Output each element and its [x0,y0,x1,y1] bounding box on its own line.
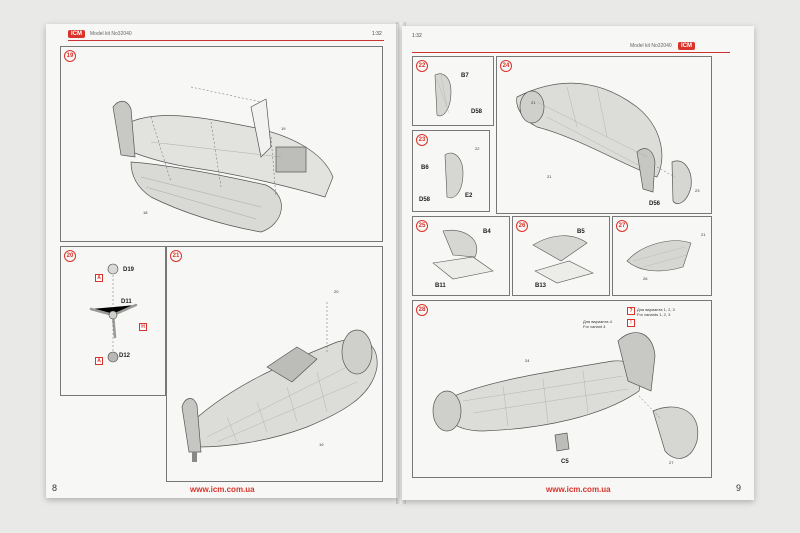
scale-label: 1:32 [372,31,382,37]
step-number: 27 [616,220,628,232]
step-25-panel: 25 B4 B11 [412,216,510,296]
part-label: D11 [121,299,132,305]
part-ref: 19 [319,442,324,447]
fuselage-with-cockpit-drawing [181,302,378,462]
step-20-panel: 20 A H A D19 D11 D12 [60,246,166,396]
propeller-assembly-drawing [89,263,138,363]
left-page: ICM Model kit No32040 1:32 19 [46,24,398,498]
page-header: Model kit No32040 [90,31,132,37]
part-label: D19 [123,267,135,273]
step-22-panel: 22 B7 D58 [412,56,494,126]
step-19-panel: 19 [60,46,383,242]
part-ref: 20 [334,289,339,294]
scale-label: 1:32 [412,33,422,39]
part-label: E2 [465,193,473,199]
variant-1-3-icon: ? [627,307,635,315]
step-number: 22 [416,60,428,72]
variant-4-icon: ! [627,319,635,327]
stabilizer-part-drawing [532,235,594,284]
page-number: 8 [52,483,58,493]
marker-icon: A [95,357,103,365]
part-label: B5 [577,229,585,235]
step-24-panel: 24 21 21 23 D56 [496,56,712,214]
part-ref: 23 [695,188,700,193]
part-label: D58 [471,109,483,115]
step-number: 19 [64,50,76,62]
part-label: D56 [649,201,661,207]
step-21-panel: 21 20 19 [166,246,383,482]
step-23-panel: 23 22 B6 D58 E2 [412,130,490,212]
rudder-part-drawing [444,152,464,199]
website-url: www.icm.com.ua [190,485,255,494]
part-ref: 19 [281,126,286,131]
page-number: 9 [736,483,742,493]
tail-assembly-drawing [516,82,692,204]
brand-logo: ICM [68,30,85,38]
step-28-panel: 28 ? ! Для варианта 1, 2, 3 For variants [412,300,712,478]
part-ref: 27 [669,460,674,465]
step-number: 20 [64,250,76,262]
website-url: www.icm.com.ua [546,485,611,494]
flap-part-drawing [434,73,452,117]
header-rule [68,40,384,41]
part-ref: 24 [525,358,530,363]
page-header: Model kit No32040 [630,43,672,49]
step-number: 25 [416,220,428,232]
part-ref: 18 [143,210,148,215]
final-assembly-drawing [432,332,699,459]
variant-note: Для варианта 1, 2, 3 [637,307,675,312]
part-ref: 21 [701,232,706,237]
marker-icon: H [139,323,147,331]
header-rule [412,52,730,53]
part-label: B4 [483,229,491,235]
part-ref: 21 [531,100,536,105]
marker-icon: A [95,274,103,282]
part-ref: 22 [475,146,480,151]
step-27-panel: 27 21 26 [612,216,712,296]
part-label: C5 [561,459,569,465]
booklet-spine [396,22,406,504]
step-26-panel: 26 B5 B13 [512,216,610,296]
step-number: 28 [416,304,428,316]
variant-note: For variant 4 [583,324,606,329]
part-ref: 21 [547,174,552,179]
part-label: D58 [419,197,431,203]
stabilizer-part-drawing [432,229,494,280]
variant-note: For variants 1, 2, 3 [637,312,671,317]
step-number: 24 [500,60,512,72]
right-page: 1:32 Model kit No32040 ICM 22 B7 D58 23 … [402,26,754,500]
step-number: 26 [516,220,528,232]
part-label: B7 [461,73,469,79]
step-number: 23 [416,134,428,146]
part-label: D12 [119,353,131,359]
variant-note: Для варианта 4 [583,319,612,324]
stabilizer-assembly-drawing [626,240,692,272]
part-label: B6 [421,165,429,171]
fuselage-assembly-drawing [112,86,334,233]
part-ref: 26 [643,276,648,281]
brand-logo: ICM [678,42,695,50]
part-label: B13 [535,283,547,289]
step-number: 21 [170,250,182,262]
part-label: B11 [435,283,446,289]
